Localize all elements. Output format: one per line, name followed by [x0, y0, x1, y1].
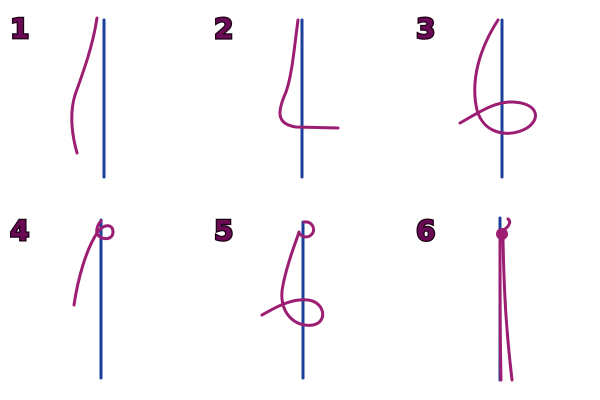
step-4-panel: 4 [9, 213, 115, 380]
step-2-panel: 2 [213, 11, 340, 179]
step-3-number: 3 [416, 12, 435, 45]
step-4-number: 4 [10, 214, 29, 247]
step-6-thread-tail [501, 238, 514, 382]
step-2-thread [278, 18, 340, 130]
step-3-thread [458, 18, 537, 135]
step-4-thread [72, 219, 115, 307]
step-5-thread [260, 220, 324, 327]
step-6-panel: 6 [415, 213, 514, 382]
step-6-knot [496, 228, 508, 240]
step-6-number: 6 [416, 214, 435, 247]
step-3-panel: 3 [415, 11, 537, 179]
step-6-thread-standing [498, 238, 503, 382]
step-1-number: 1 [10, 12, 29, 45]
step-5-panel: 5 [213, 213, 324, 380]
step-2-number: 2 [214, 12, 233, 45]
step-5-number: 5 [214, 214, 233, 247]
step-1-thread [70, 16, 99, 155]
step-1-panel: 1 [9, 11, 106, 179]
